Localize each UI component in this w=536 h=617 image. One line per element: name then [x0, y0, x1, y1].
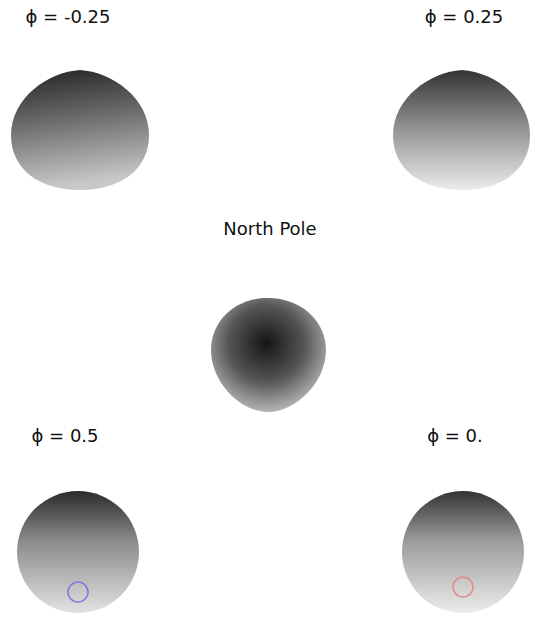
surface-view [393, 70, 530, 190]
view-label: ϕ = 0.5 [31, 425, 98, 447]
spot-marker [453, 577, 473, 597]
view-label: ϕ = 0.25 [425, 6, 503, 28]
surface-view [17, 491, 139, 613]
spot-marker [68, 582, 88, 602]
surface-view [402, 491, 524, 613]
view-label: North Pole [223, 218, 316, 240]
view-label: ϕ = 0. [427, 425, 483, 447]
view-label: ϕ = -0.25 [26, 6, 111, 28]
surface-view [11, 70, 149, 190]
surface-view [211, 298, 326, 412]
